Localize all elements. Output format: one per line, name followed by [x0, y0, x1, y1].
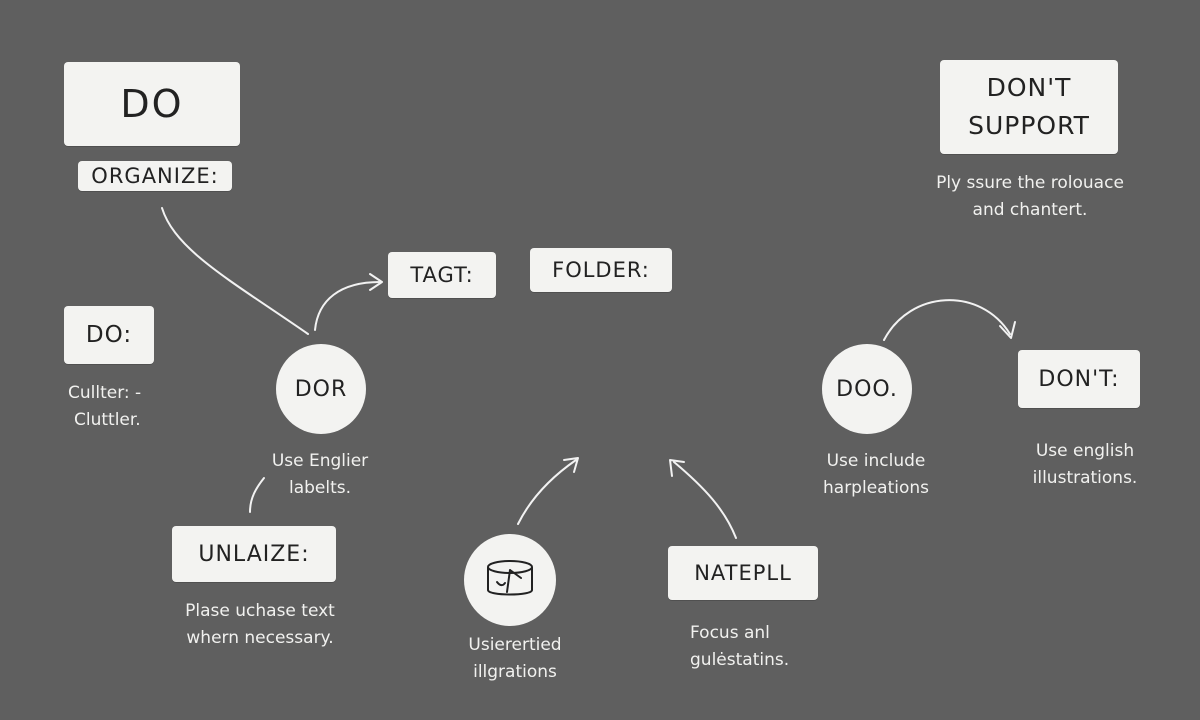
arrow-doo-to-dont: [883, 299, 1011, 341]
usierertied-line1: Usierertied: [468, 635, 562, 655]
plase-note-line2: whern necessary.: [186, 628, 334, 648]
focus-note-line2: gulėstatins.: [690, 650, 790, 670]
chart-icon: [487, 560, 533, 596]
natepll-label: NATEPLL: [694, 561, 792, 585]
arrow-natepll-up: [673, 461, 737, 539]
use-english-line1: Use english: [1035, 441, 1135, 461]
arrow-dor-to-tagt: [314, 281, 381, 331]
clutter-note-line1: Cullter: -: [68, 383, 142, 403]
arrow-icon-up: [517, 459, 577, 525]
use-include-line2: harpleations: [823, 478, 929, 498]
plase-note: Plase uchase text whern necessary.: [160, 598, 360, 652]
folder-label: FOLDER:: [552, 258, 650, 282]
do-colon-box: DO:: [64, 306, 154, 364]
dont-support-line1: DON'T: [986, 73, 1072, 102]
dont-support-line2: SUPPORT: [968, 111, 1090, 140]
do-colon-label: DO:: [85, 322, 133, 348]
dont-colon-box: DON'T:: [1018, 350, 1140, 408]
do-heading-box: DO: [64, 62, 240, 146]
arrow-head-natepll-up: [669, 459, 685, 477]
clutter-note: Cullter: - Cluttler.: [68, 380, 141, 434]
tagt-label: TAGT:: [410, 263, 474, 287]
natepll-box: NATEPLL: [668, 546, 818, 600]
organize-label-box: ORGANIZE:: [78, 161, 232, 191]
ply-note-line2: and chantert.: [972, 200, 1088, 220]
arrow-head-tagt: [369, 273, 383, 291]
use-english-note: Use english illustrations.: [1010, 438, 1160, 492]
ply-note-line1: Ply ssure the rolouace: [936, 173, 1124, 193]
doo-label: DOO.: [836, 376, 898, 402]
usierertied-note: Usierertied illgrations: [440, 632, 590, 686]
use-include-note: Use include harpleations: [796, 448, 956, 502]
arrow-head-dont: [999, 321, 1016, 339]
unlaize-box: UNLAIZE:: [172, 526, 336, 582]
focus-note: Focus anl gulėstatins.: [690, 620, 789, 674]
use-english-line2: illustrations.: [1032, 468, 1138, 488]
organize-label: ORGANIZE:: [91, 164, 219, 188]
dont-support-box: DON'T SUPPORT: [940, 60, 1118, 154]
ply-note: Ply ssure the rolouace and chantert.: [930, 170, 1130, 224]
do-heading: DO: [120, 82, 184, 126]
arrow-organize-to-dor: [161, 207, 309, 335]
unlaize-label: UNLAIZE:: [198, 541, 310, 567]
focus-note-line1: Focus anl: [690, 623, 770, 643]
clutter-note-line2: Cluttler.: [74, 410, 141, 430]
usierertied-line2: illgrations: [473, 662, 557, 682]
dor-label: DOR: [294, 376, 348, 402]
use-englier-note: Use Englier labelts.: [250, 448, 390, 502]
arrow-head-icon-up: [563, 457, 579, 473]
dor-circle: DOR: [276, 344, 366, 434]
arrow-dor-down: [249, 477, 265, 513]
use-englier-line1: Use Englier: [271, 451, 369, 471]
folder-box: FOLDER:: [530, 248, 672, 292]
tagt-box: TAGT:: [388, 252, 496, 298]
use-englier-line2: labelts.: [288, 478, 352, 498]
doo-circle: DOO.: [822, 344, 912, 434]
dont-colon-label: DON'T:: [1038, 366, 1120, 392]
plase-note-line1: Plase uchase text: [185, 601, 335, 621]
chart-icon-circle: [464, 534, 556, 626]
use-include-line1: Use include: [826, 451, 926, 471]
